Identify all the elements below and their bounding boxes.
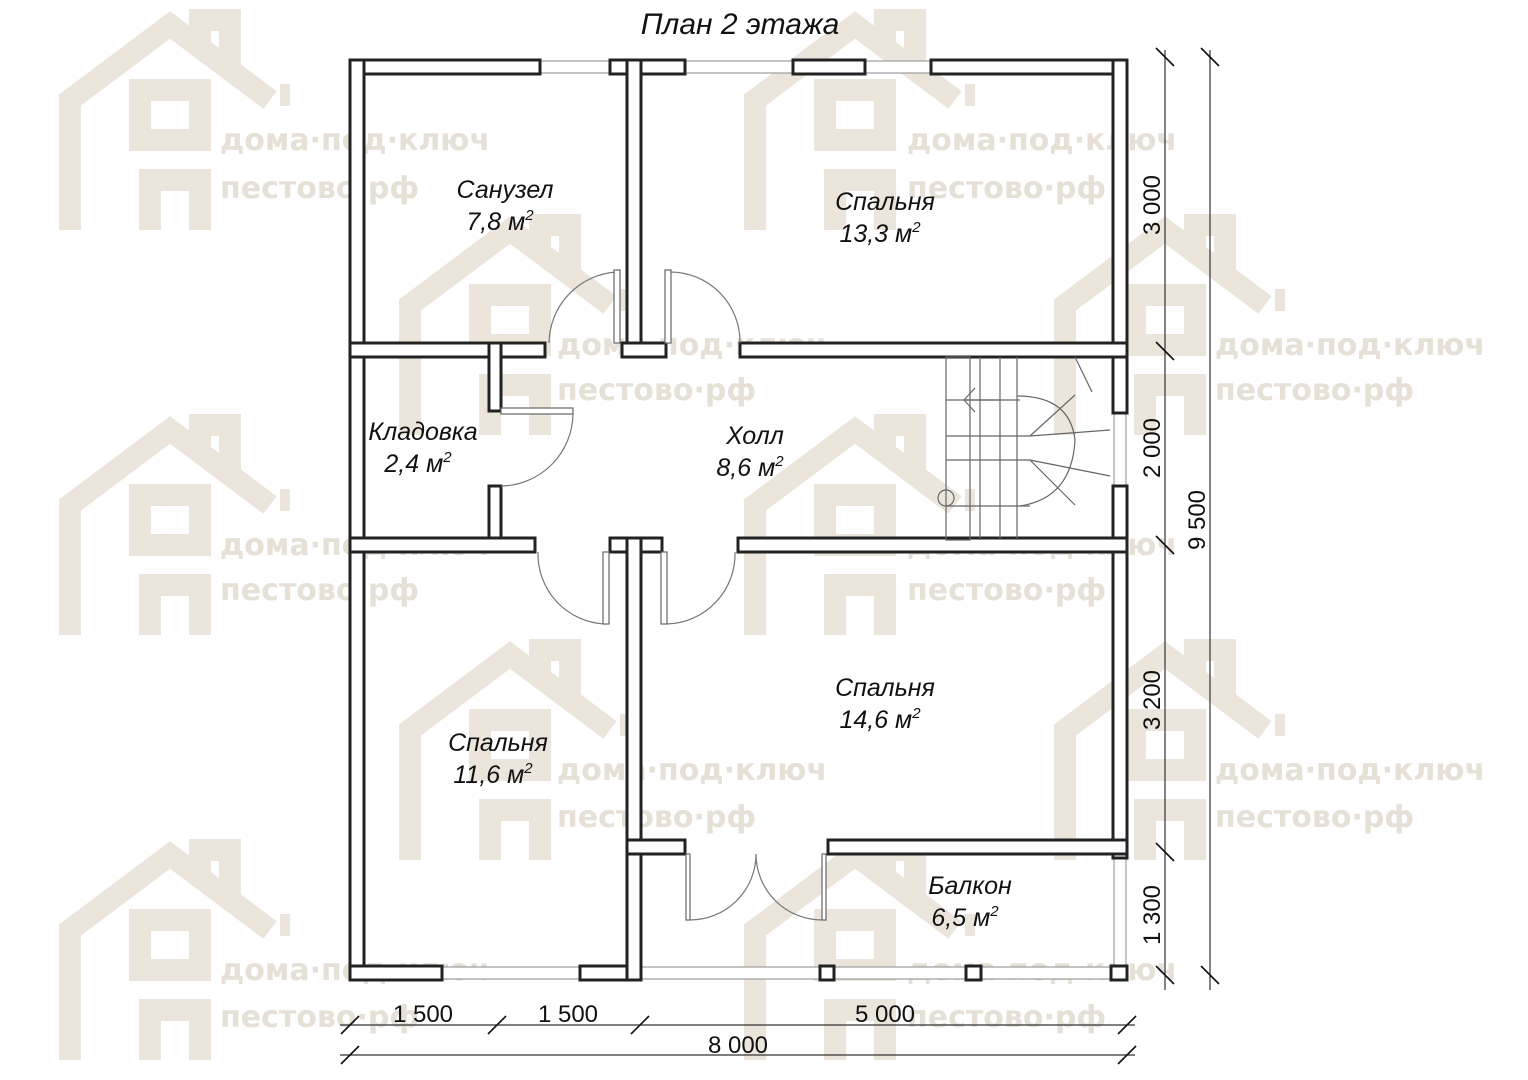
door-swing <box>537 551 606 625</box>
house-outline-icon <box>744 414 975 635</box>
wall <box>625 58 643 358</box>
wall <box>826 838 1129 856</box>
dim-label: 5 000 <box>855 1001 915 1028</box>
wall <box>348 341 547 359</box>
watermark-line1: дома·под·ключ <box>1215 753 1485 788</box>
room-area: 14,6 м2 <box>839 705 921 734</box>
dim-label: 3 000 <box>1139 175 1166 235</box>
window <box>539 60 611 74</box>
watermark-line1: дома·под·ключ <box>1215 328 1485 363</box>
stair-arrow <box>963 387 1000 413</box>
wall <box>625 838 687 856</box>
watermark-line1: дома·под·ключ <box>907 123 1177 158</box>
wall <box>1111 484 1129 860</box>
dim-label: 1 300 <box>1139 885 1166 945</box>
room-area: 11,6 м2 <box>453 760 533 789</box>
window <box>441 966 581 980</box>
window <box>864 60 932 74</box>
post <box>818 964 836 982</box>
watermark-line2: пестово·рф <box>907 171 1106 206</box>
door-swing <box>755 853 823 921</box>
plan-title: План 2 этажа <box>641 8 840 41</box>
room-name: Балкон <box>928 872 1012 900</box>
room-area: 13,3 м2 <box>839 219 921 248</box>
watermark-line2: пестово·рф <box>1215 800 1414 835</box>
window <box>684 60 794 74</box>
wall <box>348 964 444 982</box>
wall <box>348 536 537 554</box>
room-name: Холл <box>725 422 784 450</box>
room-area: 7,8 м2 <box>466 207 534 236</box>
door-swing <box>669 271 741 344</box>
walls <box>348 58 1129 982</box>
room-area: 2,4 м2 <box>383 449 452 478</box>
door-leaf <box>602 551 610 625</box>
room-name: Спальня <box>835 188 935 216</box>
dim-total-label: 8 000 <box>708 1032 768 1059</box>
watermark-line2: пестово·рф <box>220 573 419 608</box>
room-name: Санузел <box>456 176 553 204</box>
room-area: 8,6 м2 <box>716 453 784 482</box>
window <box>833 966 967 980</box>
watermark-line2: пестово·рф <box>220 1000 419 1035</box>
staircase <box>937 356 1111 541</box>
wall <box>348 58 542 76</box>
dim-label: 1 500 <box>393 1001 453 1028</box>
wall <box>487 341 503 413</box>
window <box>1113 412 1127 487</box>
door-leaf <box>613 269 621 344</box>
windows <box>441 60 1127 980</box>
stair-stringer <box>945 356 971 541</box>
post <box>964 964 983 982</box>
room-labels: Санузел 7,8 м2 Спальня 13,3 м2 Кладовка … <box>368 176 1012 932</box>
room-name: Спальня <box>835 674 935 702</box>
dim-label: 2 000 <box>1139 418 1166 478</box>
wall <box>791 58 867 76</box>
wall <box>348 58 366 982</box>
room-area: 6,5 м2 <box>931 903 999 932</box>
door-swing <box>665 551 736 625</box>
wall <box>736 536 1129 554</box>
wall <box>1111 58 1129 415</box>
wall <box>620 341 668 359</box>
door-swing <box>500 413 574 487</box>
house-outline-icon <box>59 839 290 1060</box>
door-swing <box>689 853 757 921</box>
watermark-line2: пестово·рф <box>220 171 419 206</box>
room-name: Спальня <box>448 729 548 757</box>
dim-label: 3 200 <box>1139 670 1166 730</box>
watermark-line2: пестово·рф <box>907 1000 1106 1035</box>
door-leaf <box>664 269 672 344</box>
window <box>980 966 1112 980</box>
dimension-bottom: 1 500 1 500 5 000 8 000 <box>340 1001 1137 1065</box>
dim-total-label: 9 500 <box>1184 490 1211 550</box>
wall <box>625 536 643 982</box>
window <box>639 966 821 980</box>
door-swing <box>548 271 618 344</box>
dimension-right: 3 000 2 000 3 200 1 300 9 500 <box>1139 47 1220 990</box>
post <box>1109 964 1129 982</box>
doors <box>500 269 827 921</box>
watermark-line1: дома·под·ключ <box>557 753 827 788</box>
window <box>1113 857 1127 969</box>
door-leaf <box>685 853 691 921</box>
wall <box>738 341 1129 359</box>
watermark-line2: пестово·рф <box>1215 373 1414 408</box>
stair-start-circle <box>937 489 955 507</box>
house-outline-icon <box>399 214 630 435</box>
door-leaf <box>500 407 574 415</box>
watermark-line2: пестово·рф <box>557 800 756 835</box>
wall <box>929 58 1129 76</box>
watermark-line2: пестово·рф <box>907 573 1106 608</box>
wall <box>608 58 687 76</box>
dim-label: 1 500 <box>538 1001 598 1028</box>
room-name: Кладовка <box>368 418 477 446</box>
door-leaf <box>660 551 668 625</box>
house-outline-icon <box>59 9 290 230</box>
door-leaf <box>821 853 827 921</box>
house-outline-icon <box>59 414 290 635</box>
watermark-line2: пестово·рф <box>557 373 756 408</box>
house-outline-icon <box>399 639 630 860</box>
